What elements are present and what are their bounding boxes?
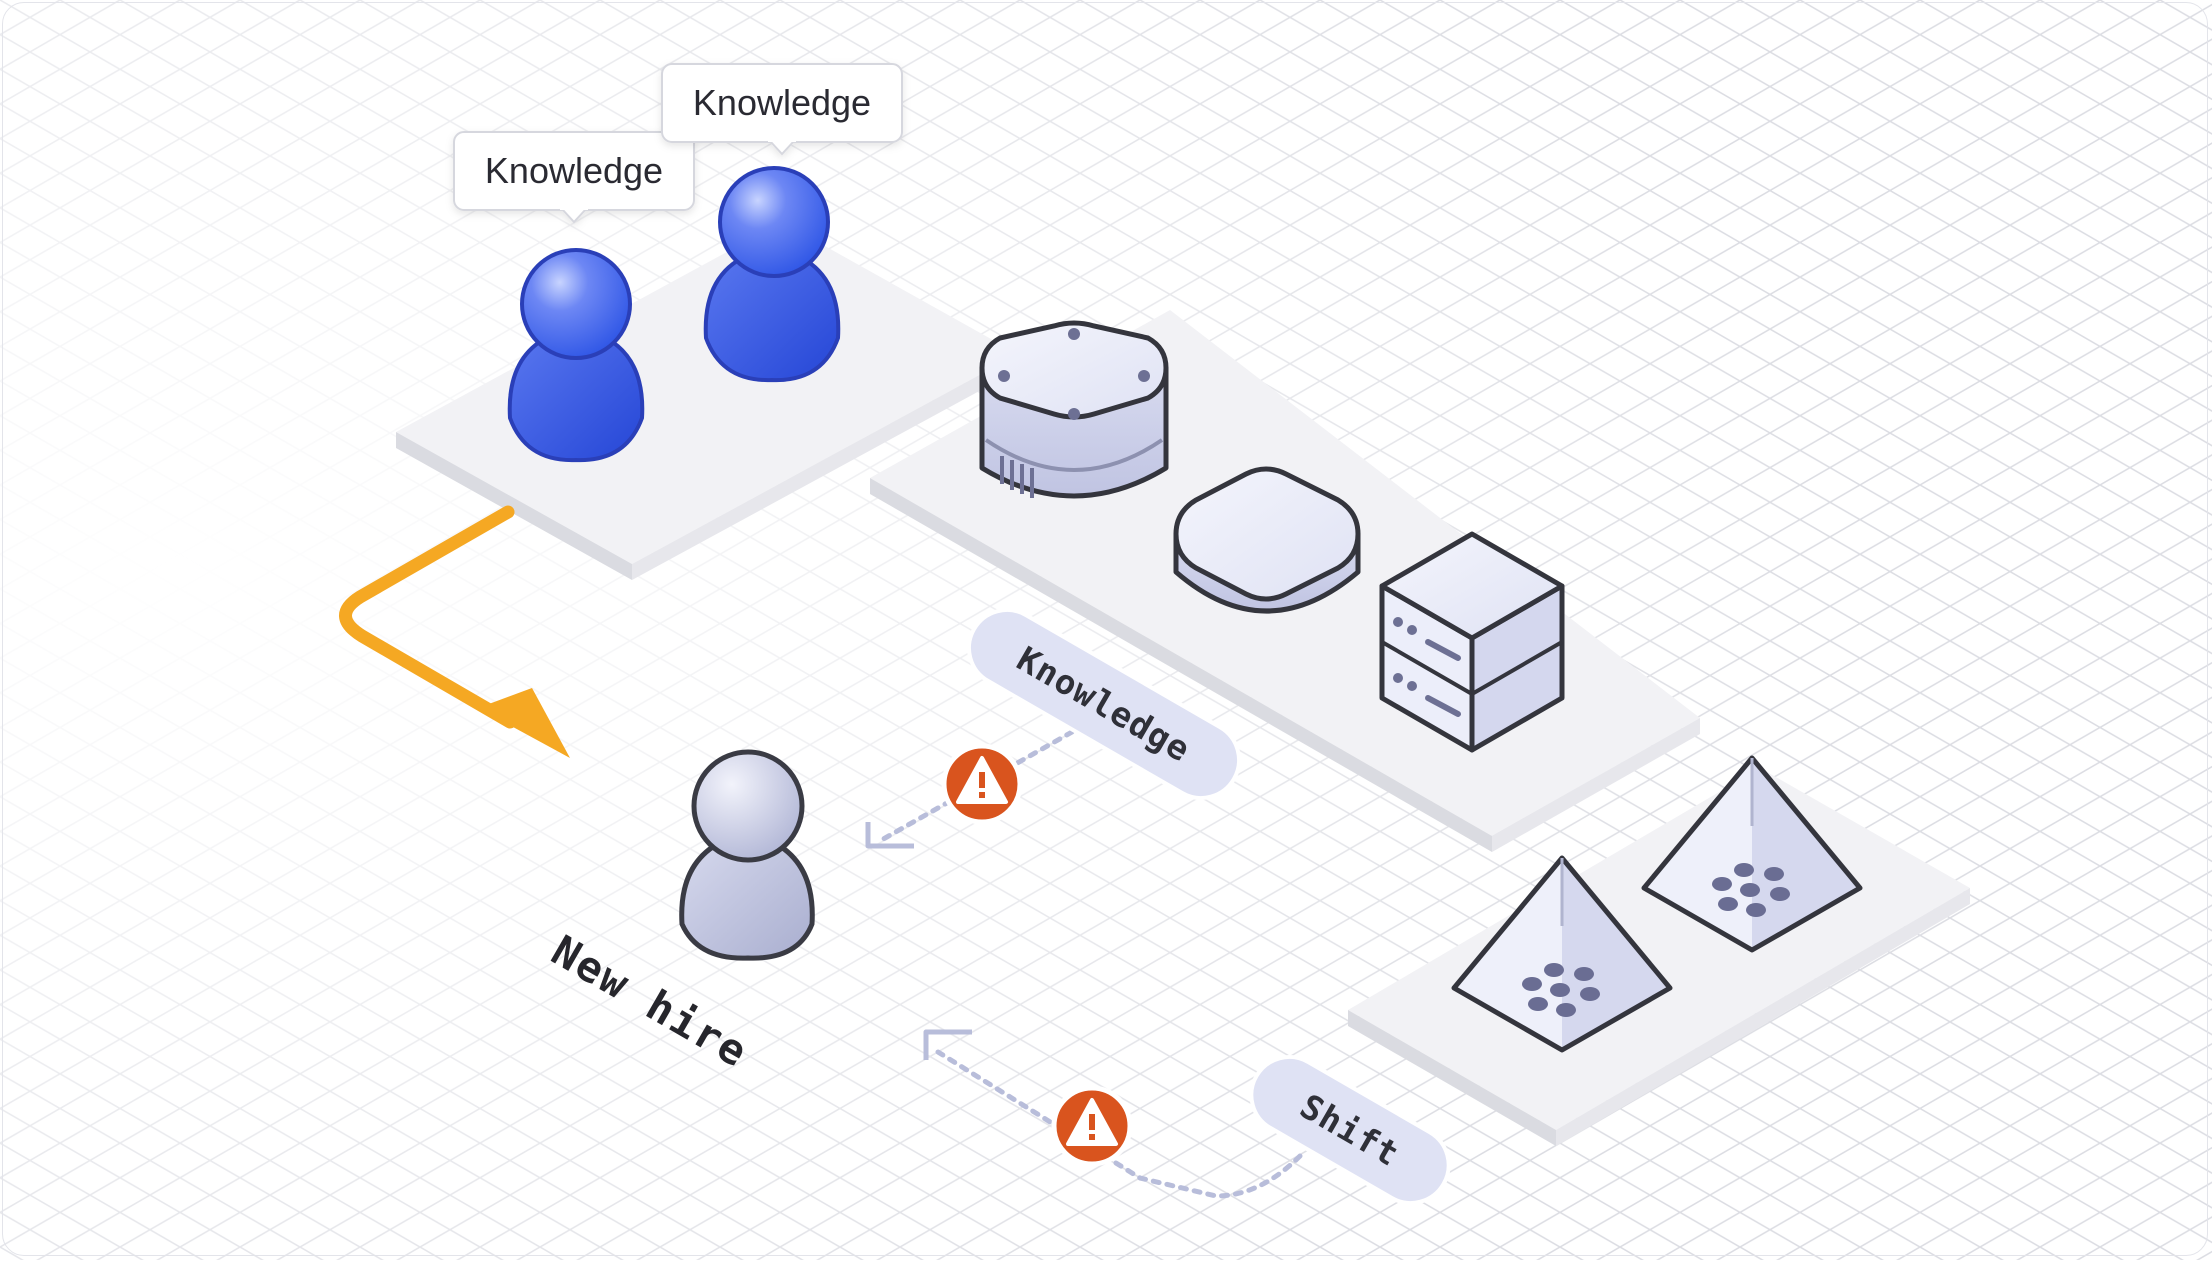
warning-icon xyxy=(1066,1098,1118,1146)
warning-badge-shift xyxy=(1051,1085,1133,1167)
storage-box-icon xyxy=(979,320,1169,499)
platform-experts xyxy=(396,222,1018,580)
handoff-arrow xyxy=(339,505,570,758)
person-icon xyxy=(691,749,805,863)
knowledge-bubble-1: Knowledge xyxy=(453,131,695,224)
expert-person-2 xyxy=(703,166,841,383)
storage-box-icon xyxy=(1173,466,1361,614)
knowledge-bubble-2: Knowledge xyxy=(661,63,903,156)
expert-person-1 xyxy=(507,248,645,463)
shift-flow-line xyxy=(923,1029,1303,1199)
pyramid-icon xyxy=(1451,855,1673,1053)
person-icon xyxy=(520,248,632,360)
pyramid-icon xyxy=(1641,755,1863,953)
warning-badge-knowledge xyxy=(941,743,1023,825)
new-hire-person xyxy=(679,749,815,961)
warning-icon xyxy=(956,756,1008,804)
bubble-label: Knowledge xyxy=(693,82,871,123)
bubble-label: Knowledge xyxy=(485,150,663,191)
person-icon xyxy=(718,166,830,278)
server-rack-icon xyxy=(1379,531,1565,753)
